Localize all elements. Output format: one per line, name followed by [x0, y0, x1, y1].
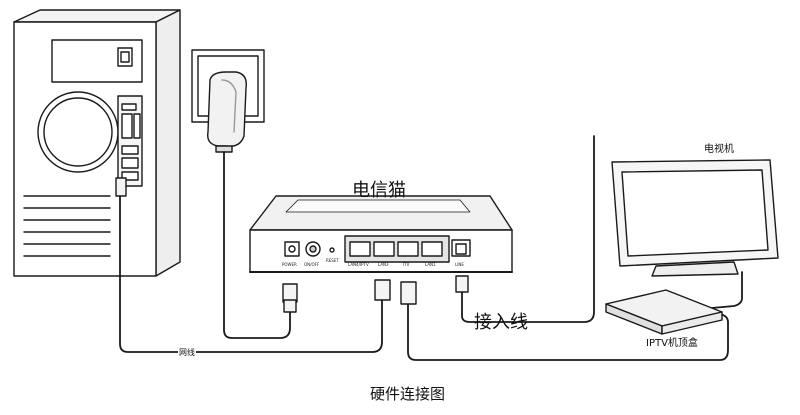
power-adapter [207, 71, 247, 153]
cables [119, 135, 743, 361]
diagram-caption: 硬件连接图 [370, 385, 446, 403]
modem-device [249, 195, 513, 273]
port-label-line: LINE [455, 262, 464, 267]
port-label-onoff: ON/OFF [304, 262, 320, 267]
port-label-lan1: LAN1 [425, 262, 436, 267]
port-label-lan4: LAN4/IPTV [348, 262, 369, 267]
set-top-box-label: IPTV机顶盒 [646, 338, 698, 349]
port-label-lan3: LAN3 [378, 262, 389, 267]
connector-plugs [115, 177, 469, 313]
set-top-box [605, 289, 723, 335]
port-label-itv: ITV [403, 262, 410, 267]
incoming-line-label: 接入线 [474, 312, 528, 333]
tv-label: 电视机 [704, 144, 734, 155]
modem-label: 电信猫 [352, 180, 406, 201]
port-label-reset: RESET [326, 258, 339, 263]
port-label-power: POWER [282, 262, 297, 267]
network-cable-label: 网线 [178, 347, 196, 358]
tv-set [611, 159, 779, 277]
pc-tower [13, 9, 181, 277]
